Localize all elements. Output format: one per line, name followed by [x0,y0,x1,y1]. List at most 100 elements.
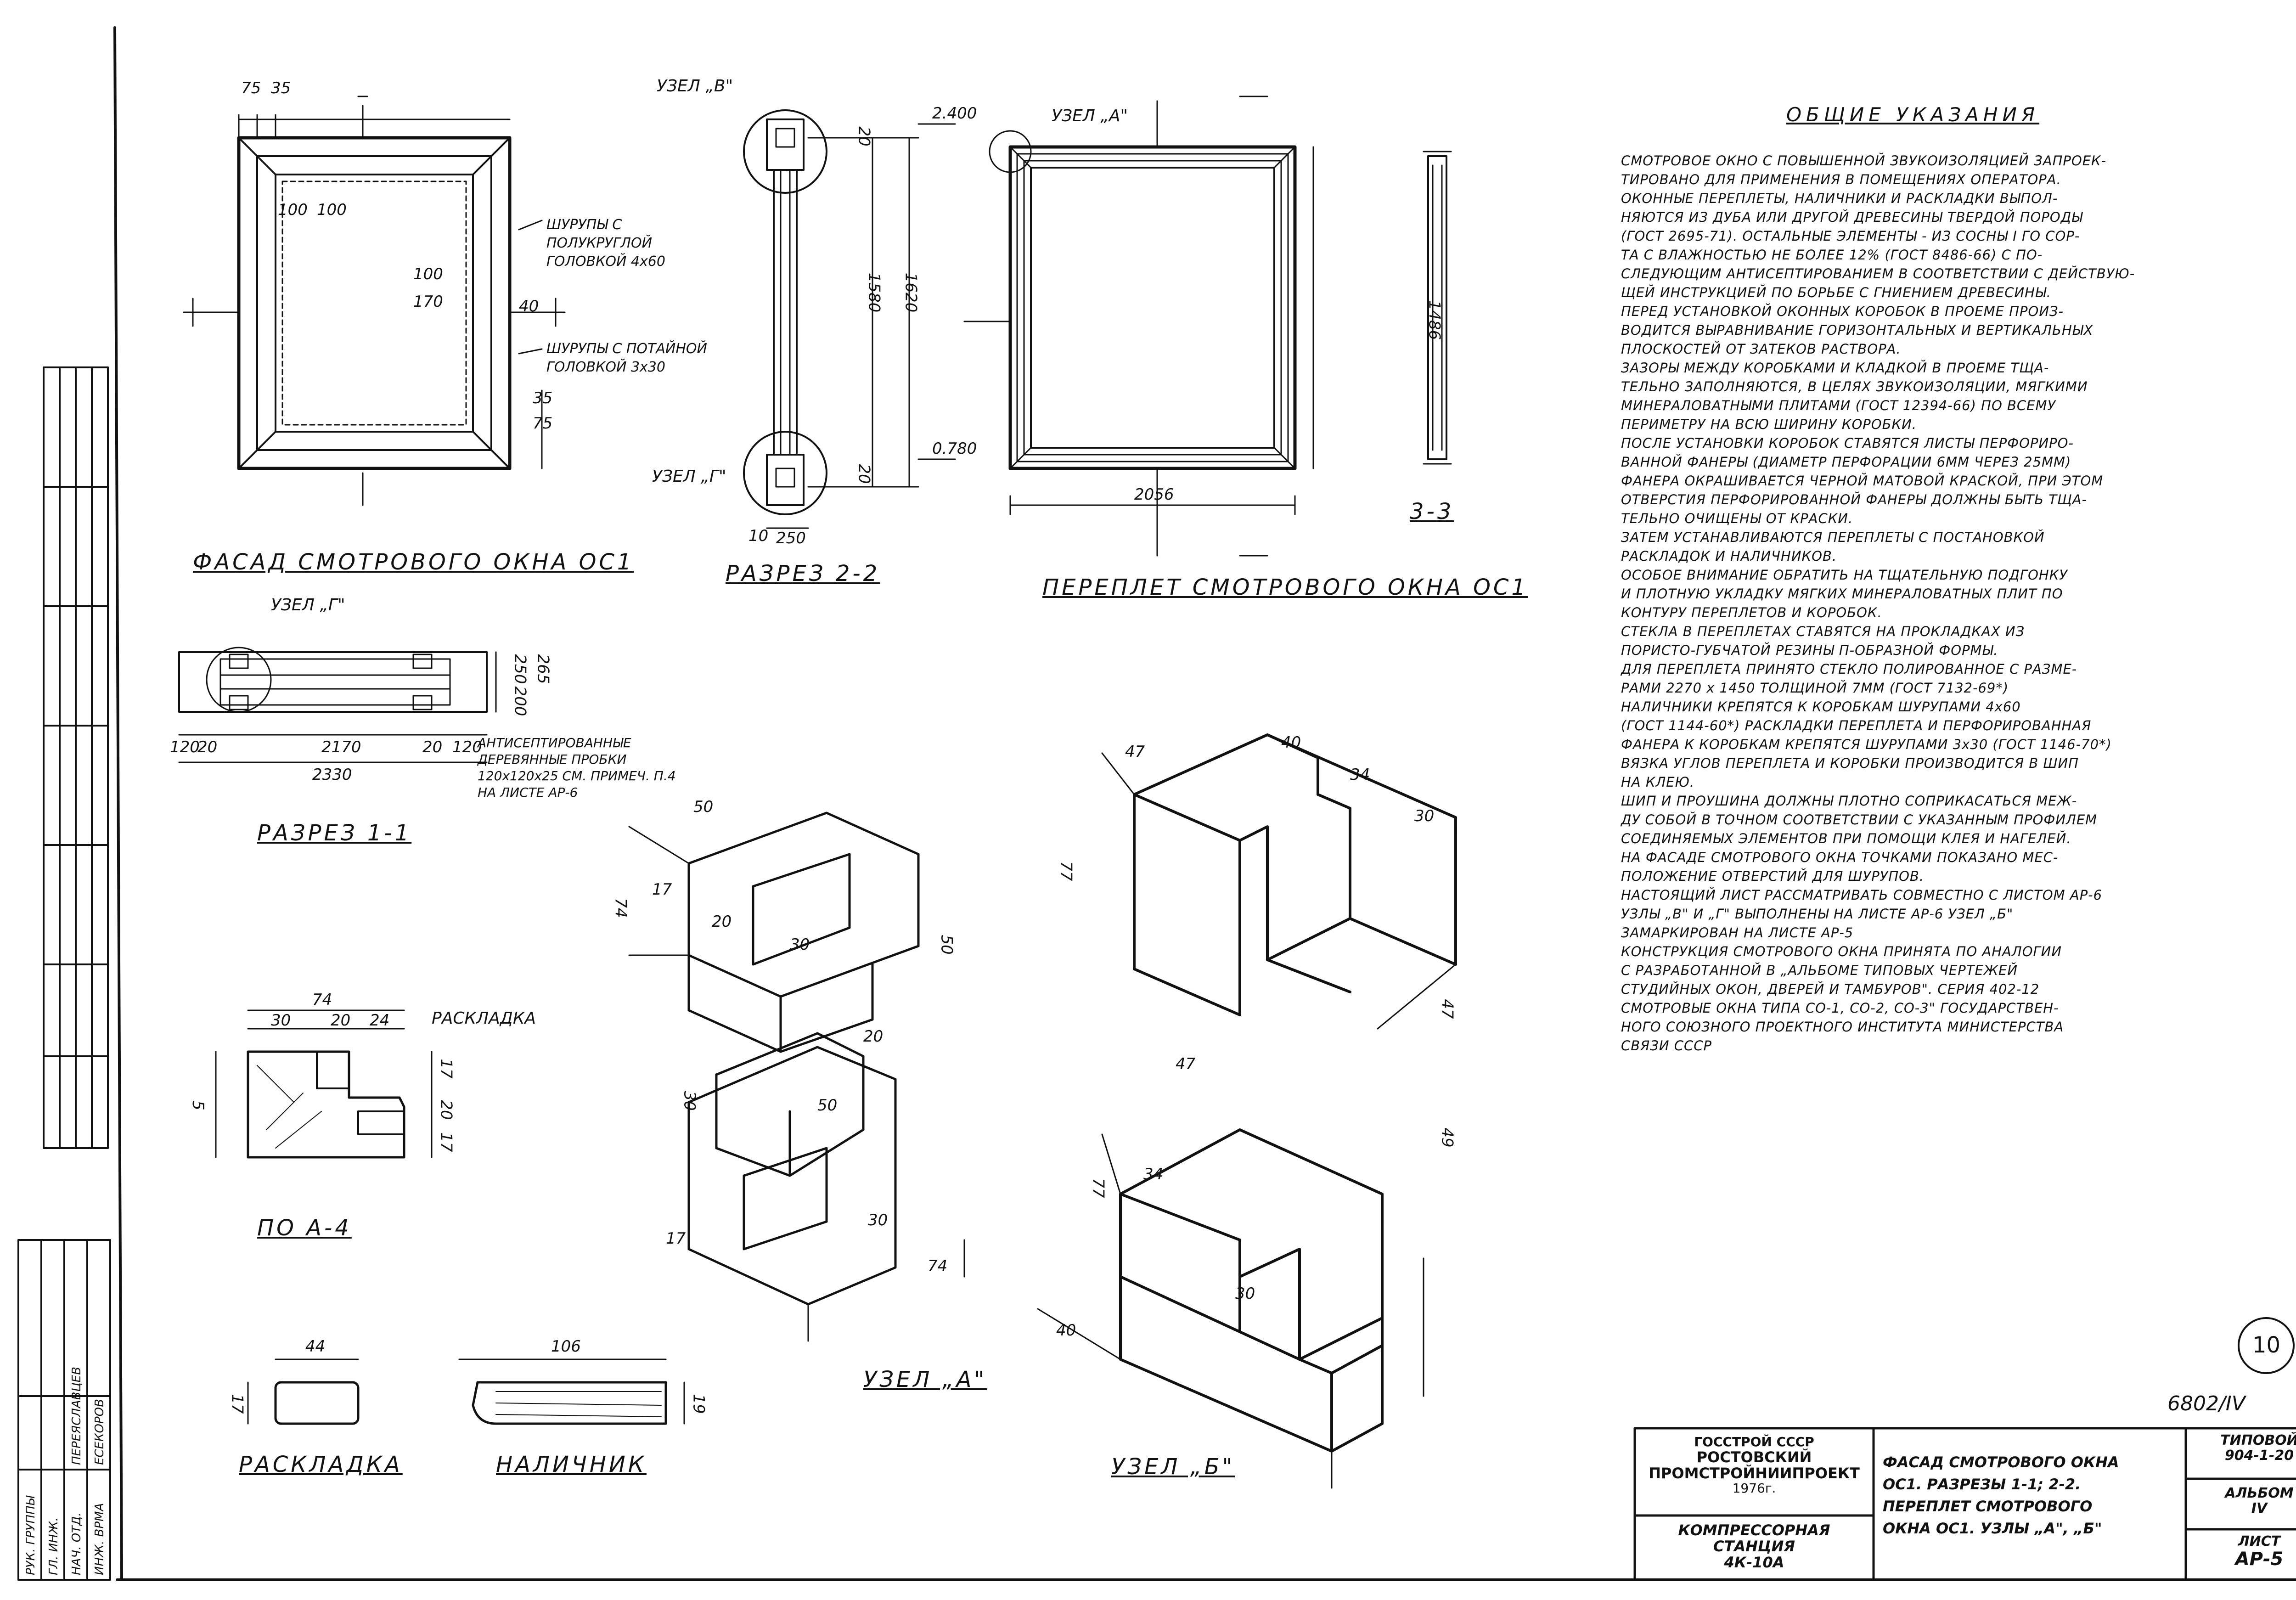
note-line: РАСКЛАДОК И НАЛИЧНИКОВ. [1621,548,1837,564]
dim-a4-r1: 17 [437,1059,456,1079]
note-line: НЯЮТСЯ ИЗ ДУБА ИЛИ ДРУГОЙ ДРЕВЕСИНЫ ТВЕР… [1621,209,2083,225]
note-line: ЗАТЕМ УСТАНАВЛИВАЮТСЯ ПЕРЕПЛЕТЫ С ПОСТАН… [1621,530,2045,545]
org-year: 1976г. [1732,1481,1776,1496]
frame-drawing [963,96,1314,557]
note-line: НАЛИЧНИКИ КРЕПЯТСЯ К КОРОБКАМ ШУРУПАМИ 4… [1621,699,2021,715]
dim-node-b-3: 34 [1350,766,1370,784]
note-line: НА КЛЕЮ. [1621,774,1695,790]
note-line: ПЛОСКОСТЕЙ ОТ ЗАТЕКОВ РАСТВОРА. [1621,341,1901,357]
nalichnik-profile [458,1358,685,1425]
dim-facade-br-1: 35 [533,389,553,407]
note-line: ТА С ВЛАЖНОСТЬЮ НЕ БОЛЕЕ 12% (ГОСТ 8486-… [1621,247,2043,263]
note-line: СОЕДИНЯЕМЫХ ЭЛЕМЕНТОВ ПРИ ПОМОЩИ КЛЕЯ И … [1621,831,2071,846]
signature-row-2: ГЛ. ИНЖ. [47,1517,61,1575]
dim-node-b-1: 47 [1125,743,1145,761]
object-block: КОМПРЕССОРНАЯ СТАНЦИЯ 4К-10А [1639,1522,1869,1571]
dim-node-a-5: 30 [790,935,810,954]
dim-s22-h1: 1580 [865,272,884,313]
note-line: ФАНЕРА К КОРОБКАМ КРЕПЯТСЯ ШУРУПАМИ 3х30… [1621,737,2112,752]
sheet-number-circle [2238,1317,2295,1374]
dim-node-a-6: 50 [937,935,956,955]
note-line: ЩЕЙ ИНСТРУКЦИЕЙ ПО БОРЬБЕ С ГНИЕНИЕМ ДРЕ… [1621,285,2051,300]
section-3-3-drawing [1423,151,1452,465]
dim-frame-height: 1486 [1425,300,1444,340]
note-line: ТЕЛЬНО ЗАПОЛНЯЮТСЯ, В ЦЕЛЯХ ЗВУКОИЗОЛЯЦИ… [1621,379,2088,394]
dim-a4-left: 5 [188,1100,207,1110]
dim-facade-br-2: 75 [533,414,553,433]
sheet-title-3: ПЕРЕПЛЕТ СМОТРОВОГО [1883,1498,2093,1515]
note-line: СВЯЗИ СССР [1621,1038,1712,1054]
dim-node-a-2: 17 [652,880,672,899]
note-line: ПЕРИМЕТРУ НА ВСЮ ШИРИНУ КОРОБКИ. [1621,417,1917,432]
signature-row-3: НАЧ. ОТД. [70,1512,84,1575]
dim-rask-w: 44 [305,1337,326,1356]
raskladka-title: РАСКЛАДКА [239,1452,403,1477]
note-line: НА ФАСАДЕ СМОТРОВОГО ОКНА ТОЧКАМИ ПОКАЗА… [1621,850,2059,865]
dim-a4-24: 24 [370,1011,390,1030]
node-a-label: УЗЕЛ „А" [1052,107,1128,125]
dim-a4-top: 74 [312,991,332,1009]
node-g-label: УЗЕЛ „Г" [652,467,726,486]
sheet-label: ЛИСТ [2238,1533,2281,1549]
screw2-label: ШУРУПЫ С ПОТАЙНОЙ ГОЛОВКОЙ 3х30 [546,341,707,375]
note-line: ЗАМАРКИРОВАН НА ЛИСТЕ АР-5 [1621,925,1854,941]
a4-profile-drawing [215,1009,433,1159]
dim-node-b-4: 30 [1414,807,1435,825]
dim-node-a-11: 74 [928,1257,948,1275]
section-3-3-title: 3-3 [1410,499,1454,524]
org-line1: ГОССТРОЙ СССР [1694,1434,1814,1449]
note-line: С РАЗРАБОТАННОЙ В „АЛЬБОМЕ ТИПОВЫХ ЧЕРТЕ… [1621,963,2018,978]
note-line: НОГО СОЮЗНОГО ПРОЕКТНОГО ИНСТИТУТА МИНИС… [1621,1019,2064,1035]
dim-node-b-2: 40 [1281,733,1301,752]
dim-facade-inner-2: 100 [317,201,347,219]
raskladka-profile [247,1358,360,1425]
dim-s11-total: 2330 [312,766,352,784]
note-line: СЛЕДУЮЩИМ АНТИСЕПТИРОВАНИЕМ В СООТВЕТСТВ… [1621,266,2135,282]
dim-node-b-5: 77 [1057,861,1075,881]
dim-node-a-7: 20 [863,1027,884,1046]
sheet-title-1: ФАСАД СМОТРОВОГО ОКНА [1883,1454,2119,1471]
dim-s22-10: 10 [748,527,769,545]
sheet-value: АР-5 [2235,1549,2284,1570]
dim-node-a-4: 74 [611,898,630,918]
note-line: И ПЛОТНУЮ УКЛАДКУ МЯГКИХ МИНЕРАЛОВАТНЫХ … [1621,586,2063,602]
dim-frame-width: 2056 [1134,485,1174,504]
node-g2-label: УЗЕЛ „Г" [271,596,345,614]
note-line: СМОТРОВЫЕ ОКНА ТИПА СО-1, СО-2, СО-3" ГО… [1621,1000,2059,1016]
facade-title: ФАСАД СМОТРОВОГО ОКНА ОС1 [193,549,634,575]
node-a-title: УЗЕЛ „А" [863,1367,987,1392]
note-line: ПОЛОЖЕНИЕ ОТВЕРСТИЙ ДЛЯ ШУРУПОВ. [1621,868,1925,884]
dim-nal-w: 106 [551,1337,581,1356]
dim-s22-elev-bot: 0.780 [932,439,977,458]
section-2-2-drawing [743,109,956,529]
notes-title: ОБЩИЕ УКАЗАНИЯ [1786,103,2040,126]
dim-s11-4: 20 [422,738,443,756]
note-line: ОКОННЫЕ ПЕРЕПЛЕТЫ, НАЛИЧНИКИ И РАСКЛАДКИ… [1621,191,2058,206]
node-b-isometric [1037,733,1457,1489]
dim-s11-2: 20 [197,738,218,756]
note-line: СТУДИЙНЫХ ОКОН, ДВЕРЕЙ И ТАМБУРОВ". СЕРИ… [1621,981,2040,997]
node-v-label: УЗЕЛ „В" [657,77,733,96]
notes-list: СМОТРОВОЕ ОКНО С ПОВЫШЕННОЙ ЗВУКОИЗОЛЯЦИ… [1621,152,2296,1055]
dim-node-b-10: 49 [1438,1127,1457,1148]
note-line: ОТВЕРСТИЯ ПЕРФОРИРОВАННОЙ ФАНЕРЫ ДОЛЖНЫ … [1621,492,2088,507]
project-cell: ТИПОВОЙ 904-1-20 [2190,1433,2296,1463]
note-line: КОНСТРУКЦИЯ СМОТРОВОГО ОКНА ПРИНЯТА ПО А… [1621,944,2062,959]
signature-row-4: ИНЖ. ВРМА [93,1503,107,1575]
note-line: НАСТОЯЩИЙ ЛИСТ РАССМАТРИВАТЬ СОВМЕСТНО С… [1621,887,2103,903]
note-line: ТИРОВАНО ДЛЯ ПРИМЕНЕНИЯ В ПОМЕЩЕНИЯХ ОПЕ… [1621,172,2061,187]
dim-s11-h3: 200 [511,686,529,716]
raskladka-label: РАСКЛАДКА [432,1009,536,1028]
note-line: (ГОСТ 2695-71). ОСТАЛЬНЫЕ ЭЛЕМЕНТЫ - ИЗ … [1621,228,2080,244]
note-line: ТЕЛЬНО ОЧИЩЕНЫ ОТ КРАСКИ. [1621,511,1853,526]
frame-title: ПЕРЕПЛЕТ СМОТРОВОГО ОКНА ОС1 [1042,575,1528,600]
title-block [1633,1427,2296,1581]
nalichnik-title: НАЛИЧНИК [496,1452,647,1477]
a4-title: ПО А-4 [257,1215,352,1241]
note-line: ПЕРЕД УСТАНОВКОЙ ОКОННЫХ КОРОБОК В ПРОЕМ… [1621,304,2064,319]
antiseptic-label: АНТИСЕПТИРОВАННЫЕ ДЕРЕВЯННЫЕ ПРОБКИ 120х… [478,735,676,800]
note-line: ЗАЗОРЫ МЕЖДУ КОРОБКАМИ И КЛАДКОЙ В ПРОЕМ… [1621,360,2049,376]
dim-facade-top-1: 75 [241,79,261,97]
dim-facade-right-1: 170 [413,293,443,311]
dim-s11-5: 120 [452,738,482,756]
